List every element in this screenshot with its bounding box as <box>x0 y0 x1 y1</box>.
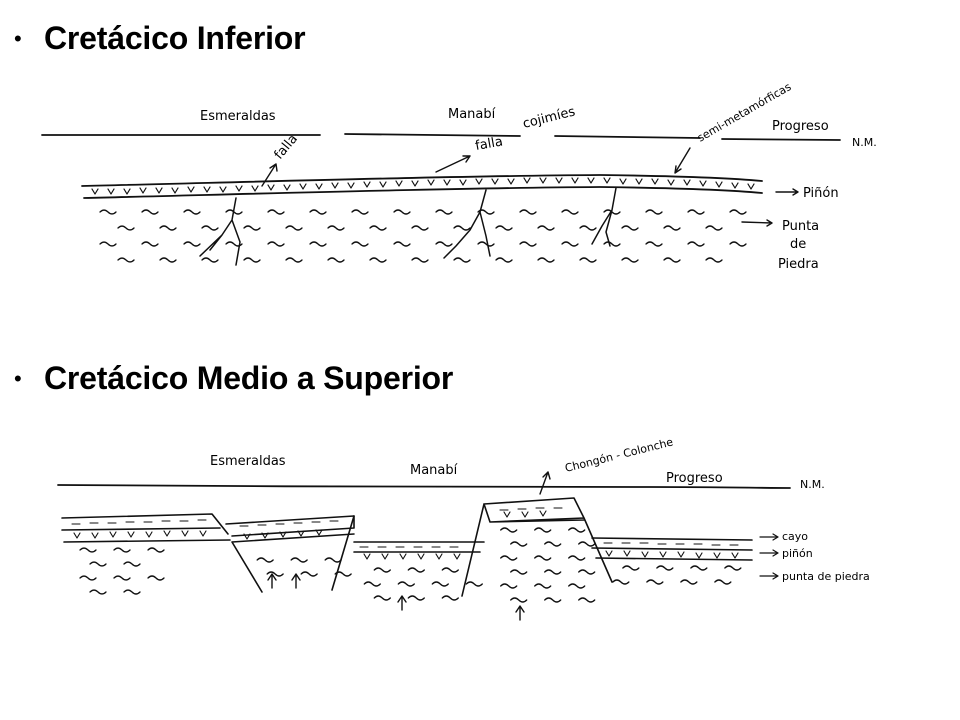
right-layers <box>591 537 753 561</box>
label-nm: N.M. <box>800 478 825 491</box>
diagram-cretacico-medio-superior: Esmeraldas Manabí Chongón - Colonche Pro… <box>57 435 870 621</box>
label-punta-3: Piedra <box>778 257 819 272</box>
label-pinon: piñón <box>782 547 813 560</box>
pinon-v-marks <box>91 177 755 195</box>
uplift-arrows <box>267 573 525 621</box>
label-falla-2: falla <box>474 134 504 154</box>
arrow-chongon <box>539 471 551 495</box>
label-punta-2: de <box>790 237 806 252</box>
arrow-falla-1 <box>261 163 278 187</box>
label-semi-metamorficas: semi-metamórficas <box>695 80 794 144</box>
diagram-cretacico-inferior: Esmeraldas Manabí falla falla cojimíes s… <box>41 80 877 272</box>
bullet-title: Cretácico Inferior <box>44 20 306 56</box>
label-punta-de-piedra: punta de piedra <box>782 570 870 583</box>
block-left <box>61 513 231 543</box>
punta-de-piedra-marks <box>99 209 747 263</box>
graben <box>331 515 485 591</box>
label-esmeraldas: Esmeraldas <box>200 109 276 124</box>
bullet-dot-icon: • <box>14 365 22 391</box>
label-pinon: Piñón <box>803 186 839 201</box>
punta-de-piedra-marks <box>79 527 742 603</box>
arrows-legend <box>759 533 779 580</box>
sea-level-line <box>41 133 841 141</box>
label-cayo: cayo <box>782 530 808 543</box>
arrow-punta <box>741 219 773 227</box>
bullet-cretacico-inferior: • Cretácico Inferior <box>14 20 306 57</box>
label-cojimies: cojimíes <box>521 104 577 132</box>
label-falla-1: falla <box>272 132 301 163</box>
cayo-dash-marks <box>71 507 739 548</box>
bullet-title: Cretácico Medio a Superior <box>44 360 454 396</box>
label-progreso: Progreso <box>772 119 829 134</box>
label-punta-1: Punta <box>782 219 819 234</box>
block-tilted <box>225 515 355 593</box>
bullet-cretacico-medio-superior: • Cretácico Medio a Superior <box>14 360 453 397</box>
fault-lines <box>199 187 617 266</box>
bullet-dot-icon: • <box>14 25 22 51</box>
arrow-semi <box>674 147 691 174</box>
label-esmeraldas: Esmeraldas <box>210 454 286 469</box>
label-nm: N.M. <box>852 136 877 149</box>
label-manabi: Manabí <box>410 463 458 478</box>
arrow-falla-2 <box>435 155 471 173</box>
label-progreso: Progreso <box>666 471 723 486</box>
sea-level-line <box>57 484 791 489</box>
pinon-v-marks <box>73 510 739 560</box>
label-manabi: Manabí <box>448 107 496 122</box>
arrow-pinon <box>775 188 799 196</box>
pinon-layer-bottom <box>83 186 763 199</box>
horst-block <box>461 497 613 597</box>
label-chongon-colonche: Chongón - Colonche <box>564 435 675 475</box>
pinon-layer-top <box>81 174 763 187</box>
